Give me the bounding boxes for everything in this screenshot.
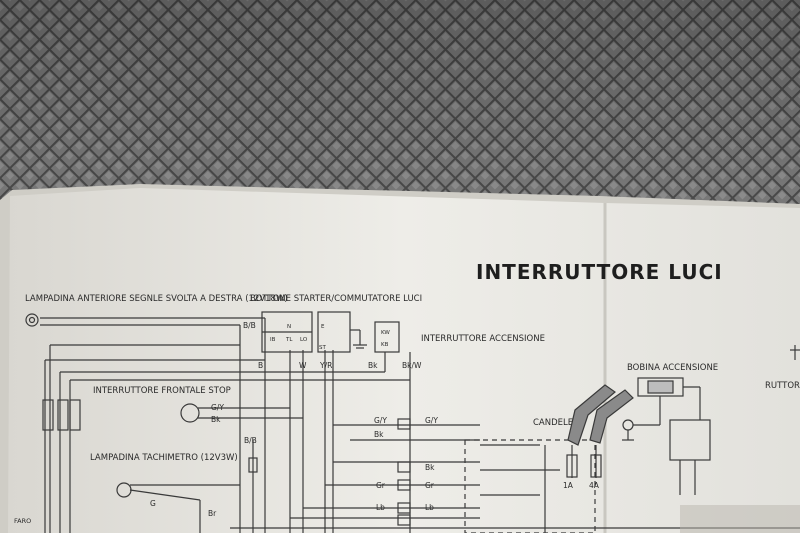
label-turn-lamp: LAMPADINA ANTERIORE SEGNLE SVOLTA A DEST… xyxy=(25,294,288,304)
svg-text:4A: 4A xyxy=(589,481,600,490)
svg-text:IB: IB xyxy=(270,337,276,343)
svg-text:LO: LO xyxy=(300,337,308,343)
manual-pages xyxy=(0,184,800,533)
page-heading: INTERRUTTORE LUCI xyxy=(476,260,723,284)
svg-text:Bk: Bk xyxy=(425,463,435,472)
label-speedo-lamp: LAMPADINA TACHIMETRO (12V3W) xyxy=(90,453,238,463)
svg-text:KB: KB xyxy=(381,342,389,348)
svg-text:1A: 1A xyxy=(563,481,574,490)
svg-text:Br: Br xyxy=(208,509,217,518)
svg-text:G: G xyxy=(150,499,156,508)
label-ignition-switch: INTERRUTTORE ACCENSIONE xyxy=(421,334,545,344)
svg-text:E: E xyxy=(321,324,325,330)
svg-text:Gr: Gr xyxy=(425,481,435,490)
svg-text:B/B: B/B xyxy=(244,436,257,445)
svg-text:G/Y: G/Y xyxy=(374,416,387,425)
svg-text:KW: KW xyxy=(381,330,390,336)
component-labels: LAMPADINA ANTERIORE SEGNLE SVOLTA A DEST… xyxy=(14,294,800,525)
svg-text:Lb: Lb xyxy=(376,503,385,512)
svg-text:N: N xyxy=(287,324,291,330)
svg-text:Bk/W: Bk/W xyxy=(402,361,422,370)
label-stop-switch: INTERRUTTORE FRONTALE STOP xyxy=(93,386,231,396)
label-candele: CANDELE xyxy=(533,418,573,428)
svg-text:Bk: Bk xyxy=(374,430,384,439)
svg-text:Bk: Bk xyxy=(211,415,221,424)
svg-text:Gr: Gr xyxy=(376,481,386,490)
label-ruttore: RUTTORE xyxy=(765,381,800,391)
label-ignition-coil: BOBINA ACCENSIONE xyxy=(627,363,718,373)
svg-text:Bk: Bk xyxy=(368,361,378,370)
svg-text:TL: TL xyxy=(285,337,293,343)
label-starter: BOTTONE STARTER/COMMUTATORE LUCI xyxy=(250,294,422,304)
svg-text:Y/R: Y/R xyxy=(319,361,332,370)
svg-text:G/Y: G/Y xyxy=(211,403,224,412)
svg-text:ST: ST xyxy=(319,345,326,351)
terminal-labels: N E IB TL LO ST KW KB xyxy=(270,324,390,351)
svg-text:W: W xyxy=(299,361,307,370)
svg-text:B: B xyxy=(258,361,263,370)
wire-code-labels: B/B B W Y/R Bk Bk/W G/Y Bk B/B G/Y G/Y B… xyxy=(150,321,600,518)
svg-text:Lb: Lb xyxy=(425,503,434,512)
label-faro: FARO xyxy=(14,517,31,525)
svg-text:G/Y: G/Y xyxy=(425,416,438,425)
svg-text:B/B: B/B xyxy=(243,321,256,330)
